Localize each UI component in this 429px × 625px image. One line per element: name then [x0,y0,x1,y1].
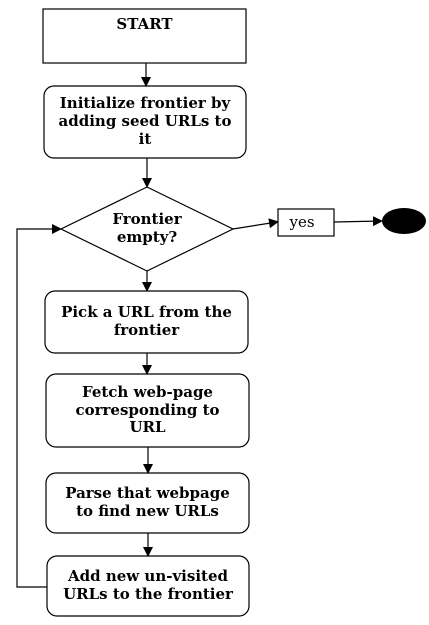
start-box [42,8,247,64]
arrow-decision-to-yes [232,218,279,230]
pick-url-box [44,290,249,354]
init-frontier-box [43,85,247,159]
arrow-yes-to-end [333,216,383,227]
loop-back-arrow [16,224,62,588]
frontier-empty-diamond [59,186,235,272]
parse-page-box [45,472,250,534]
end-terminal [382,208,426,234]
add-urls-box [46,555,250,617]
fetch-page-box [45,373,250,448]
yes-box [277,208,335,237]
